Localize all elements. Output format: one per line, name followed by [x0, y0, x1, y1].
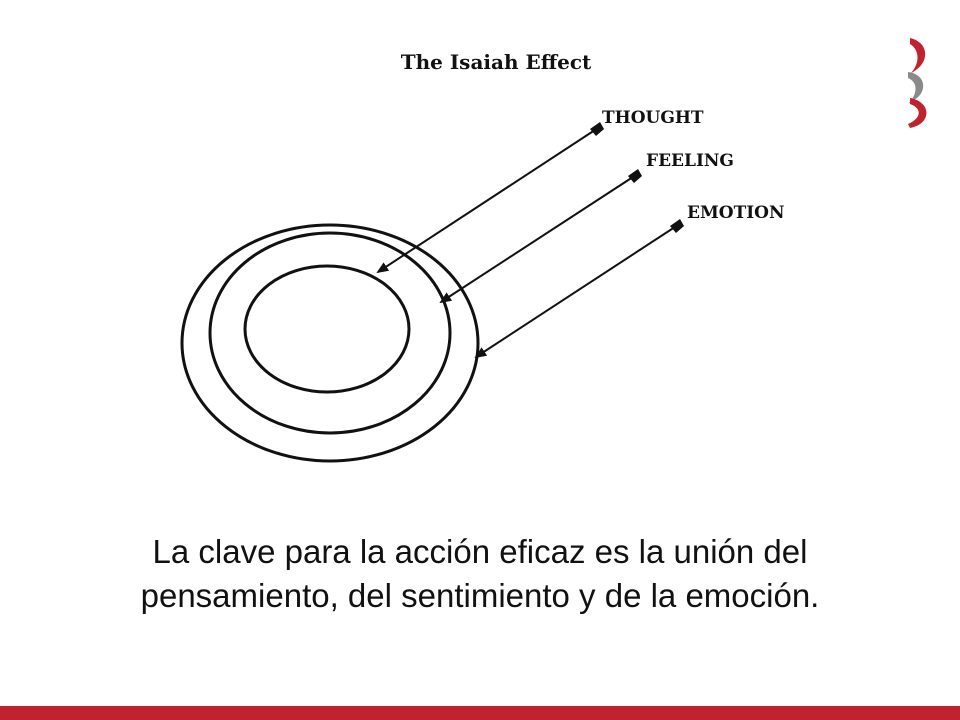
thought-arrow-tail [590, 122, 604, 136]
inner-circle [243, 264, 411, 394]
caption-line-1: La clave para la acción eficaz es la uni… [152, 533, 808, 570]
middle-circle [208, 231, 452, 435]
feeling-arrow [439, 174, 637, 304]
caption-line-2: pensamiento, del sentimiento y de la emo… [140, 577, 820, 614]
emotion-label: EMOTION [687, 203, 785, 223]
emotion-arrow-tail [670, 219, 684, 233]
isaiah-effect-diagram: The Isaiah Effect THOUGHT FEELING EMOTIO… [180, 50, 785, 463]
thought-label: THOUGHT [602, 108, 704, 128]
outer-circle [180, 223, 480, 463]
emotion-arrow [474, 224, 679, 359]
feeling-label: FEELING [646, 151, 734, 171]
bottom-accent-bar [0, 706, 960, 720]
diagram-title: The Isaiah Effect [401, 50, 592, 74]
feeling-arrow-tail [628, 169, 642, 183]
caption: La clave para la acción eficaz es la uni… [40, 530, 920, 618]
brand-swirl-icon [908, 38, 927, 128]
thought-arrow [376, 127, 599, 274]
